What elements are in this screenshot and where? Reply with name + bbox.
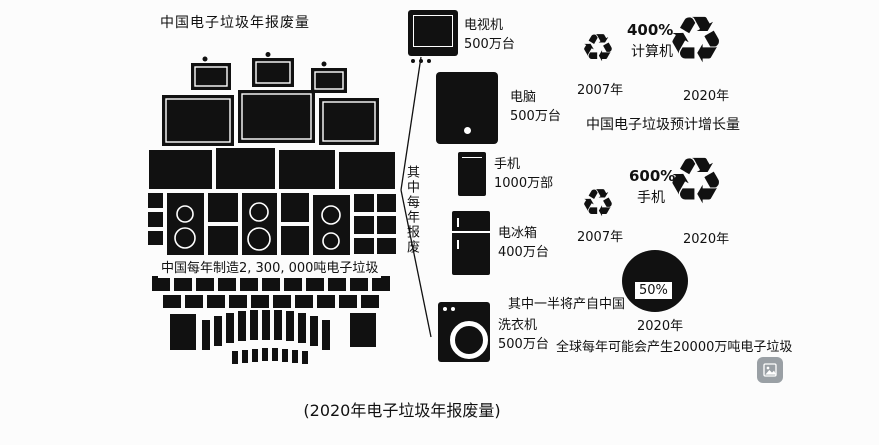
pie-chart-circle (622, 250, 688, 312)
item-name: 电冰箱 (498, 226, 538, 241)
pile-title: 中国电子垃圾年报废量 (160, 15, 310, 31)
item-amount: 500万台 (464, 37, 515, 52)
growth-group-phones: ♻ 2007年 600% 手机 ♻ 2020年 (575, 150, 760, 260)
growth-caption: 中国电子垃圾预计增长量 (586, 117, 740, 133)
recycle-icon-2020-phones: ♻ (667, 145, 725, 219)
figure-caption: (2020年电子垃圾年报废量) (303, 401, 501, 420)
item-amount: 500万台 (498, 337, 549, 352)
bracket-lines (400, 56, 432, 338)
scrapped-item-phone: 手机 1000万部 (458, 152, 553, 196)
pie-share-note: 其中一半将产自中国 (508, 297, 626, 312)
recycle-icon-2007-phones: ♻ (581, 181, 616, 225)
pie-year-label: 2020年 (637, 319, 684, 334)
item-name: 电脑 (510, 90, 537, 105)
growth-category: 手机 (637, 190, 665, 206)
pile-annotation: 中国每年制造2, 300, 000吨电子垃圾 (158, 255, 382, 278)
scrapped-item-washer: 洗衣机 500万台 (438, 302, 549, 362)
pie-share-label: 50% (635, 282, 672, 299)
to-year-label: 2020年 (683, 89, 730, 104)
item-amount: 500万台 (510, 109, 561, 124)
scrapped-item-computer: 电脑 500万台 (436, 72, 561, 144)
global-total-note: 全球每年可能会产生20000万吨电子垃圾 (556, 340, 793, 355)
washer-icon (438, 302, 490, 362)
scrapped-item-tv: 电视机 500万台 (408, 10, 515, 63)
item-name: 洗衣机 (498, 318, 538, 333)
tv-icon (408, 10, 458, 63)
growth-percent: 600% (629, 167, 676, 185)
recycle-icon-2007-computers: ♻ (581, 26, 616, 70)
recycle-icon-2020-computers: ♻ (667, 4, 725, 78)
fridge-icon (452, 211, 490, 275)
computer-icon (436, 72, 498, 144)
scrapped-item-fridge: 电冰箱 400万台 (452, 211, 549, 275)
image-icon (763, 363, 777, 377)
item-name: 手机 (494, 157, 521, 172)
from-year-label: 2007年 (577, 83, 624, 98)
bracket-label: 其中每年报废 (404, 165, 419, 255)
item-amount: 1000万部 (494, 176, 554, 191)
image-tool-badge[interactable] (757, 357, 783, 383)
from-year-label: 2007年 (577, 230, 624, 245)
to-year-label: 2020年 (683, 232, 730, 247)
growth-group-computers: ♻ 2007年 400% 计算机 ♻ 2020年 (575, 9, 760, 115)
item-amount: 400万台 (498, 245, 549, 260)
growth-category: 计算机 (631, 44, 673, 60)
item-name: 电视机 (464, 18, 504, 33)
phone-icon (458, 152, 486, 196)
ewaste-pile-illustration (148, 52, 396, 364)
growth-percent: 400% (627, 21, 674, 39)
